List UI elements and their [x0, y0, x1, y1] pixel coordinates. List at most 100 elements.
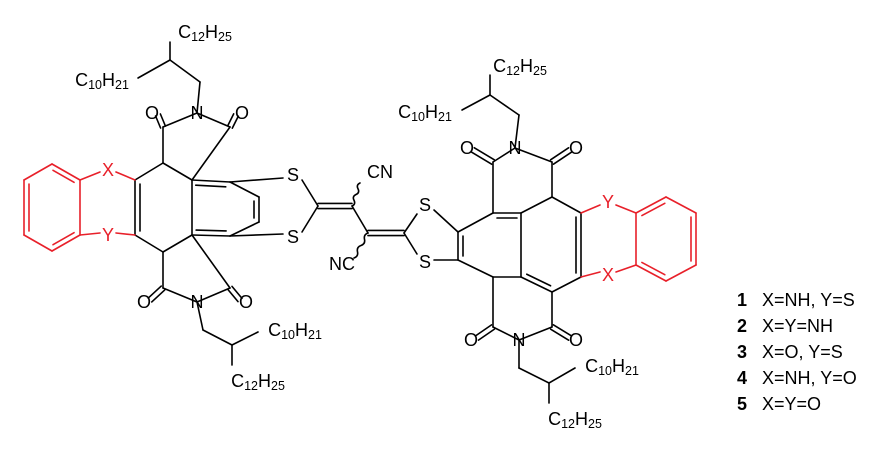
core-bond	[191, 179, 231, 183]
compound-number: 4	[737, 368, 747, 388]
carbonyl-bond	[474, 324, 493, 337]
benzene-bond	[51, 163, 81, 181]
dodecyl-label: C12​H25​	[178, 22, 232, 44]
hetero-bond	[79, 232, 101, 236]
carbonyl-bond	[477, 328, 496, 341]
carbonyl-bond	[552, 323, 573, 337]
benzene-bond	[635, 196, 667, 214]
core-bond	[229, 221, 260, 237]
cyano-label: CN	[367, 162, 393, 182]
compound-description: X=NH, Y=S	[762, 290, 855, 310]
compound-number: 2	[737, 316, 747, 336]
carbonyl-bond	[154, 115, 162, 129]
nitrogen-label: N	[191, 103, 204, 123]
alkyl-bond	[461, 94, 491, 111]
oxygen-label: O	[464, 330, 478, 350]
core-bond	[457, 259, 494, 278]
carbonyl-bond	[226, 113, 235, 127]
thiole-bond	[403, 213, 418, 234]
aromatic-bond	[194, 184, 227, 188]
wavy-bond	[353, 232, 369, 259]
thiole-bond	[229, 177, 284, 183]
dodecyl-label: C12​H25​	[231, 371, 285, 393]
carbonyl-bond	[473, 146, 496, 161]
bond-lines	[134, 41, 582, 404]
benzene-bond	[52, 169, 75, 184]
carbonyl-bond	[231, 115, 240, 129]
alkyl-bond	[231, 331, 259, 346]
oxygen-label: O	[569, 138, 583, 158]
imide-bond	[196, 112, 231, 128]
benzene-bond	[665, 264, 697, 282]
carbonyl-bond	[549, 147, 570, 161]
carbonyl-bond	[470, 151, 493, 166]
oxygen-label: O	[460, 138, 474, 158]
aromatic-bond	[195, 229, 227, 232]
decyl-label: C10​H21​	[585, 356, 639, 378]
hetero-bond	[615, 264, 637, 273]
hetero-bond	[79, 171, 101, 181]
vinyl-bond	[351, 205, 369, 234]
benzene-bond	[665, 196, 697, 214]
benzene-bond	[23, 163, 53, 181]
benzene-bond	[641, 202, 666, 217]
decyl-label: C10​H21​	[268, 320, 322, 342]
alkyl-bond	[196, 301, 204, 331]
hetero-bond	[580, 271, 601, 278]
alkyl-bond	[518, 367, 550, 384]
core-bond	[520, 196, 553, 214]
alkyl-bond	[548, 367, 576, 384]
imide-bond	[162, 287, 198, 303]
imide-bond	[191, 126, 231, 181]
dodecyl-label: C12​H25​	[493, 56, 547, 78]
core-bond	[229, 181, 260, 198]
heteroarene-bonds	[23, 163, 697, 282]
carbonyl-bond	[549, 328, 570, 342]
sulfur-label: S	[419, 252, 431, 272]
alkyl-bond	[489, 94, 520, 116]
sulfur-label: S	[287, 165, 299, 185]
core-bond	[457, 212, 494, 233]
sulfur-label: S	[419, 195, 431, 215]
thiole-bond	[301, 179, 319, 207]
compound-number: 1	[737, 290, 747, 310]
benzene-bond	[641, 261, 666, 276]
oxygen-label: O	[235, 103, 249, 123]
x-substituent-label: X	[602, 265, 614, 285]
y-substituent-label: Y	[602, 192, 614, 212]
hetero-bond	[115, 171, 136, 181]
benzene-bond	[635, 264, 667, 282]
benzene-bond	[23, 234, 53, 252]
aromatic-bond	[525, 273, 552, 287]
x-substituent-label: X	[102, 160, 114, 180]
cyano-label: NC	[329, 254, 355, 274]
nitrogen-label: N	[513, 330, 526, 350]
atom-labels: NNNNOOOOOOOOSSSSXYYXCNNCC12​H25​C10​H21​…	[75, 22, 639, 431]
y-substituent-label: Y	[102, 225, 114, 245]
oxygen-label: O	[145, 103, 159, 123]
compound-number: 3	[737, 342, 747, 362]
oxygen-label: O	[569, 330, 583, 350]
hetero-bond	[615, 204, 637, 214]
core-bond	[191, 234, 231, 237]
alkyl-bond	[196, 81, 201, 114]
decyl-label: C10​H21​	[75, 70, 129, 92]
alkyl-bond	[169, 59, 201, 83]
nitrogen-label: N	[509, 138, 522, 158]
alkyl-bond	[202, 329, 233, 346]
compound-number: 5	[737, 394, 747, 414]
oxygen-label: O	[239, 292, 253, 312]
carbonyl-bond	[159, 113, 167, 127]
imide-bond	[518, 326, 553, 341]
hetero-bond	[580, 204, 601, 214]
benzene-bond	[51, 234, 81, 252]
imide-bond	[492, 147, 516, 163]
compound-description: X=Y=NH	[762, 316, 833, 336]
core-bond	[551, 276, 582, 293]
thiole-bond	[229, 233, 284, 237]
compound-description: X=O, Y=S	[762, 342, 843, 362]
core-bond	[162, 162, 193, 181]
sulfur-label: S	[287, 227, 299, 247]
core-bond	[134, 162, 164, 181]
